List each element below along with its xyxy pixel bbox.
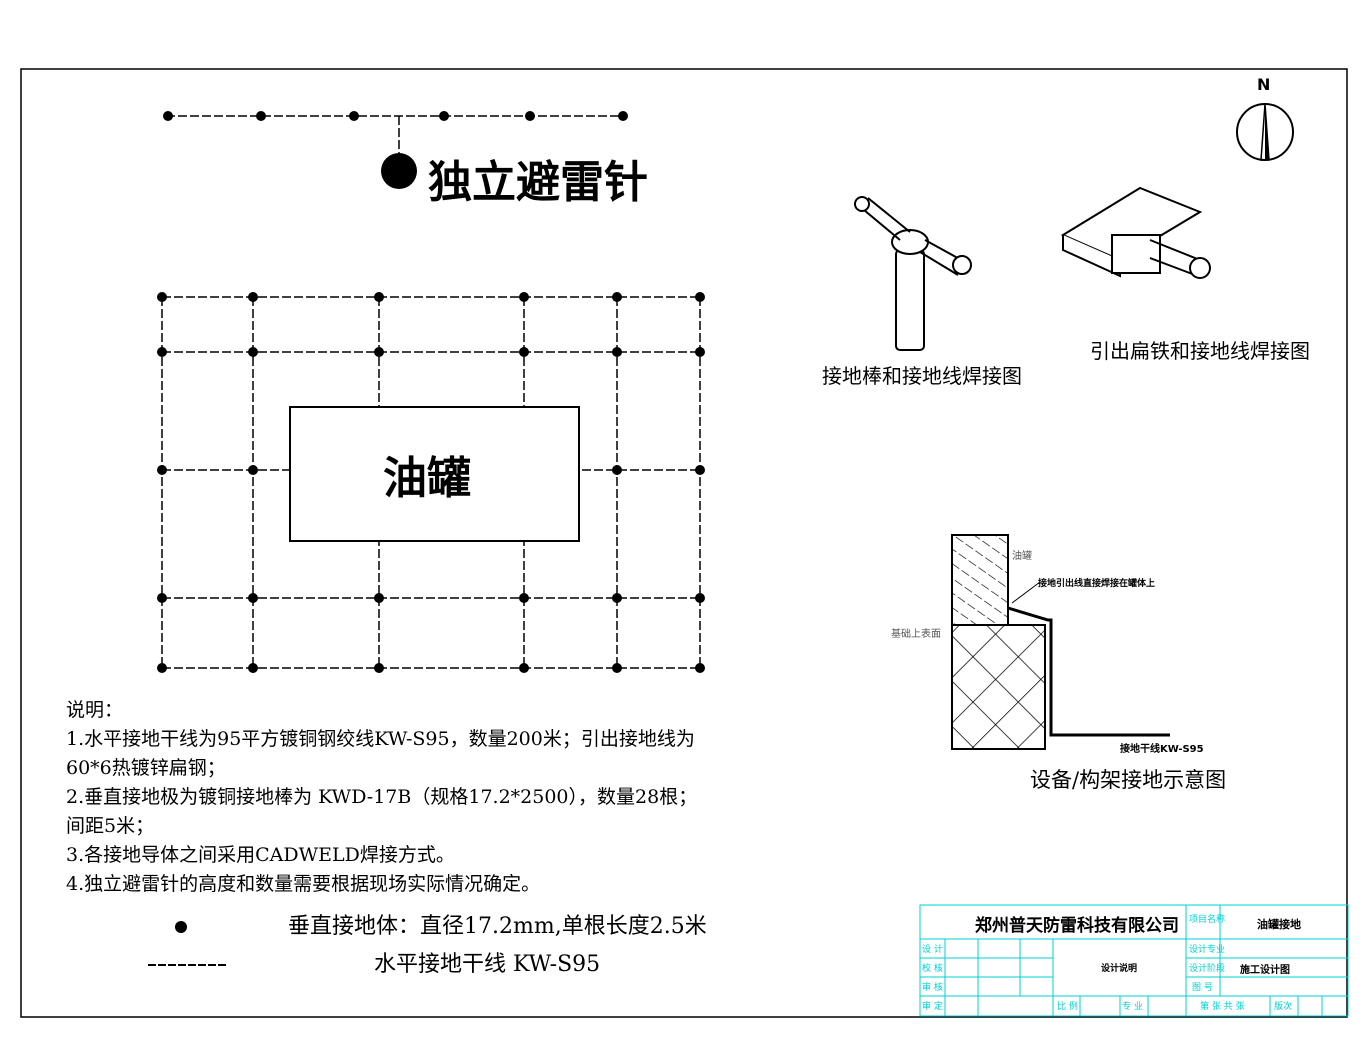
equipment-grounding-section	[951, 534, 1170, 750]
lightning-rod-title: 独立避雷针	[428, 157, 648, 208]
oil-tank-outline	[289, 406, 580, 542]
rod-conductor-line	[163, 111, 628, 153]
vertical-electrode-icon	[248, 663, 258, 673]
vertical-electrode-icon	[163, 111, 173, 121]
vertical-electrode-icon	[612, 292, 622, 302]
vertical-electrode-icon	[525, 111, 535, 121]
design-stage-label: 设计阶段	[1189, 964, 1226, 974]
legend-electrode-icon	[175, 921, 187, 933]
notes-heading: 说明：	[66, 699, 124, 721]
section-leader-note: 接地引出线直接焊接在罐体上	[1038, 579, 1156, 589]
section-caption: 设备/构架接地示意图	[1030, 768, 1227, 792]
vertical-electrode-icon	[157, 663, 167, 673]
vertical-electrode-icon	[374, 593, 384, 603]
vertical-electrode-icon	[695, 347, 705, 357]
drawing-title: 设计说明	[1101, 964, 1138, 974]
detail2-caption: 引出扁铁和接地线焊接图	[1090, 339, 1310, 363]
vertical-electrode-icon	[256, 111, 266, 121]
vertical-electrode-icon	[248, 347, 258, 357]
sheet-label: 第 张 共 张	[1200, 1002, 1245, 1012]
foundation-label: 基础上表面	[891, 629, 941, 640]
note-line: 2.垂直接地极为镀铜接地棒为 KWD-17B（规格17.2*2500），数量28…	[66, 786, 698, 808]
vertical-electrode-icon	[157, 347, 167, 357]
note-line: 1.水平接地干线为95平方镀铜钢绞线KW-S95，数量200米；引出接地线为	[66, 728, 695, 750]
project-name: 油罐接地	[1257, 918, 1301, 931]
section-tank-label: 油罐	[1012, 551, 1032, 562]
tank-label: 油罐	[383, 453, 471, 504]
detail1-caption: 接地棒和接地线焊接图	[822, 364, 1022, 388]
vertical-electrode-icon	[157, 593, 167, 603]
design-spec-label: 设计专业	[1189, 945, 1226, 955]
discipline-label: 专 业	[1122, 1002, 1143, 1012]
vertical-electrode-icon	[612, 347, 622, 357]
vertical-electrode-icon	[374, 663, 384, 673]
vertical-electrode-icon	[248, 593, 258, 603]
revision-label: 版次	[1274, 1002, 1293, 1012]
row-label-check: 校 核	[922, 964, 943, 974]
title-block	[919, 904, 1349, 1017]
vertical-electrode-icon	[248, 465, 258, 475]
vertical-electrode-icon	[695, 663, 705, 673]
note-line: 60*6热镀锌扁钢；	[66, 757, 226, 779]
vertical-electrode-icon	[612, 663, 622, 673]
vertical-electrode-icon	[695, 465, 705, 475]
vertical-electrode-icon	[612, 465, 622, 475]
north-arrow-icon	[1236, 103, 1294, 161]
lightning-rod-icon	[381, 153, 417, 189]
vertical-electrode-icon	[248, 292, 258, 302]
vertical-electrode-icon	[374, 292, 384, 302]
row-label-design: 设 计	[922, 945, 943, 955]
vertical-electrode-icon	[439, 111, 449, 121]
drawing-no-label: 图 号	[1192, 983, 1213, 993]
legend-conductor-text: 水平接地干线 KW-S95	[374, 952, 601, 977]
vertical-electrode-icon	[618, 111, 628, 121]
vertical-electrode-icon	[519, 593, 529, 603]
project-name-label: 项目名称	[1189, 915, 1226, 925]
design-stage: 施工设计图	[1240, 965, 1290, 976]
company-name: 郑州普天防雷科技有限公司	[975, 916, 1179, 936]
conductor-label: 接地干线KW-S95	[1120, 744, 1204, 755]
vertical-electrode-icon	[695, 593, 705, 603]
row-label-approve: 审 定	[922, 1002, 943, 1012]
note-line: 间距5米；	[66, 815, 155, 837]
vertical-electrode-icon	[695, 292, 705, 302]
vertical-electrode-icon	[374, 347, 384, 357]
vertical-electrode-icon	[157, 465, 167, 475]
flat-steel-weld-detail-icon	[1060, 186, 1211, 279]
legend-electrode-text: 垂直接地体：直径17.2mm,单根长度2.5米	[288, 914, 707, 939]
vertical-electrode-icon	[519, 347, 529, 357]
grounding-grid	[157, 292, 705, 673]
vertical-electrode-icon	[612, 593, 622, 603]
scale-label: 比 例	[1057, 1002, 1078, 1012]
vertical-electrode-icon	[519, 663, 529, 673]
vertical-electrode-icon	[157, 292, 167, 302]
rod-weld-detail-icon	[854, 196, 972, 351]
vertical-electrode-icon	[349, 111, 359, 121]
note-line: 3.各接地导体之间采用CADWELD焊接方式。	[66, 844, 455, 866]
drawing-border	[20, 68, 1348, 1018]
note-line: 4.独立避雷针的高度和数量需要根据现场实际情况确定。	[66, 873, 541, 895]
row-label-review: 审 核	[922, 983, 943, 993]
vertical-electrode-icon	[519, 292, 529, 302]
north-label: N	[1257, 75, 1271, 94]
